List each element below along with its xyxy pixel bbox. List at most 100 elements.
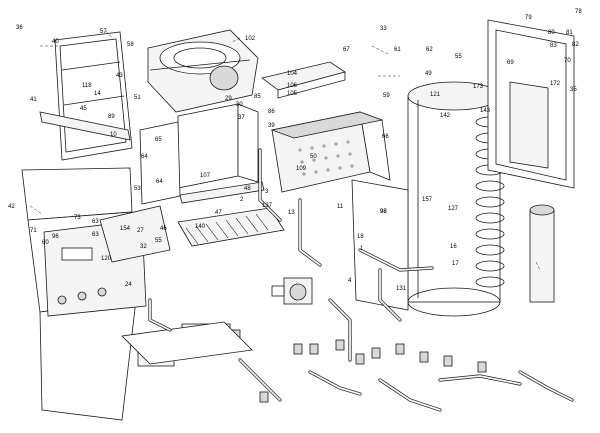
callout: 80 xyxy=(548,30,555,36)
callout: 140 xyxy=(195,224,206,230)
callout: 37 xyxy=(238,115,245,121)
callout: 98 xyxy=(380,209,387,215)
callout: 62 xyxy=(426,47,433,53)
callout: 81 xyxy=(566,30,573,36)
callout: 121 xyxy=(430,92,441,98)
callout: 47 xyxy=(215,210,222,216)
callout: 104 xyxy=(287,71,298,77)
callout: 46 xyxy=(160,226,167,232)
callout: 36 xyxy=(16,25,23,31)
callout: 18 xyxy=(357,234,364,240)
callout: 55 xyxy=(455,54,462,60)
callout: 86 xyxy=(268,109,275,115)
callout: 30 xyxy=(236,102,243,108)
callout: 3 xyxy=(265,189,269,195)
callout: 13 xyxy=(288,210,295,216)
callout: 11 xyxy=(337,204,344,210)
callout: 154 xyxy=(120,226,131,232)
callout: 143 xyxy=(480,108,491,114)
callout: 131 xyxy=(396,286,407,292)
callout: 172 xyxy=(550,81,561,87)
callout: 48 xyxy=(244,186,251,192)
fan-assembly xyxy=(147,29,259,113)
callout: 32 xyxy=(140,244,147,250)
callout: 2 xyxy=(240,197,244,203)
callout: 78 xyxy=(575,9,582,15)
callout: 43 xyxy=(116,73,123,79)
callout: 14 xyxy=(94,91,101,97)
expansion-vessel xyxy=(529,204,555,303)
callout: 89 xyxy=(108,114,115,120)
callout: 71 xyxy=(30,228,37,234)
callout: 63 xyxy=(92,219,99,225)
callout: 40 xyxy=(52,39,59,45)
callout: 69 xyxy=(507,60,514,66)
callout: 35 xyxy=(570,87,577,93)
callout: 70 xyxy=(564,58,571,64)
combustion-chamber xyxy=(139,103,259,205)
callout: 82 xyxy=(572,42,579,48)
callout: 33 xyxy=(380,26,387,32)
callout: 53 xyxy=(134,186,141,192)
callout: 17 xyxy=(452,261,459,267)
callout-labels: 36 40 57 58 102 33 67 61 62 35 55 79 78 … xyxy=(8,9,582,292)
burner xyxy=(177,207,285,247)
callout: 60 xyxy=(42,240,49,246)
callout: 173 xyxy=(473,84,484,90)
top-bracket xyxy=(39,111,131,141)
callout: 109 xyxy=(296,166,307,172)
callout: 61 xyxy=(394,47,401,53)
callout: 16 xyxy=(450,244,457,250)
callout: 1 xyxy=(360,246,364,252)
callout: 65 xyxy=(155,137,162,143)
side-panel xyxy=(351,179,409,311)
callout: 66 xyxy=(382,134,389,140)
callout: 41 xyxy=(30,97,37,103)
gas-valve xyxy=(271,277,313,305)
callout: 45 xyxy=(80,106,87,112)
leader-lines xyxy=(29,30,541,271)
callout: 102 xyxy=(245,36,256,42)
callout: 4 xyxy=(348,278,352,284)
callout: 49 xyxy=(425,71,432,77)
duct-cover xyxy=(261,61,346,99)
pipework xyxy=(148,148,574,412)
callout: 73 xyxy=(74,215,81,221)
callout: 39 xyxy=(268,123,275,129)
electrical-box xyxy=(99,205,171,263)
callout: 105 xyxy=(287,91,298,97)
callout: 64 xyxy=(156,179,163,185)
callout: 142 xyxy=(440,113,451,119)
gas-manifold xyxy=(179,181,265,204)
callout: 118 xyxy=(82,83,92,89)
callout: 67 xyxy=(343,47,350,53)
callout: 63 xyxy=(92,232,99,238)
callout: 96 xyxy=(52,234,59,240)
callout: 64 xyxy=(141,154,148,160)
callout: 85 xyxy=(254,94,261,100)
callout: 137 xyxy=(262,203,273,209)
callout: 24 xyxy=(125,282,132,288)
callout: 29 xyxy=(225,96,232,102)
callout: 57 xyxy=(100,29,107,35)
callout: 50 xyxy=(310,154,317,160)
tank-back-wall xyxy=(509,81,549,169)
callout: 83 xyxy=(550,43,557,49)
callout: 51 xyxy=(134,95,141,101)
callout: 98 xyxy=(380,209,387,215)
callout: 106 xyxy=(287,83,298,89)
callout: 120 xyxy=(101,256,112,262)
callout: 157 xyxy=(422,197,433,203)
callout: 27 xyxy=(137,228,144,234)
callout: 127 xyxy=(448,206,459,212)
fittings xyxy=(259,339,487,403)
callout: 107 xyxy=(200,173,211,179)
callout: 10 xyxy=(110,132,117,138)
heat-exchanger xyxy=(270,111,391,193)
callout: 79 xyxy=(525,15,532,21)
callout: 42 xyxy=(8,204,15,210)
callout: 59 xyxy=(383,93,390,99)
callout: 58 xyxy=(127,42,134,48)
hydraulic-tray xyxy=(121,321,253,365)
